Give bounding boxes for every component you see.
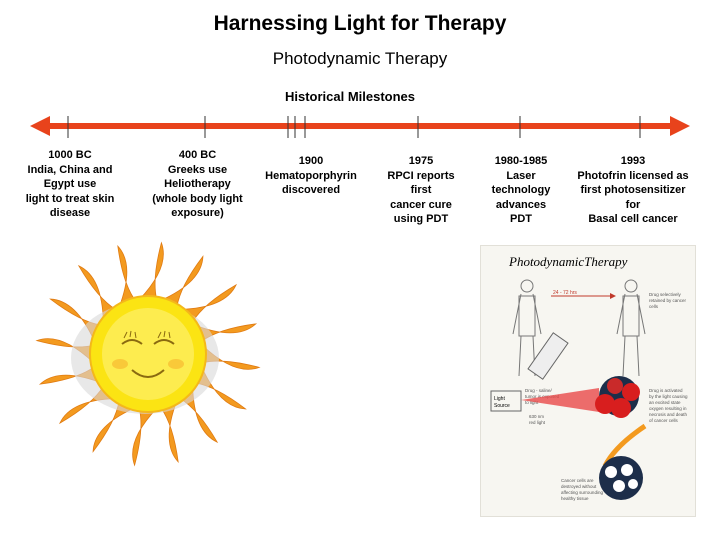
human-figure-icon-2 <box>616 279 646 377</box>
syringe-icon <box>527 332 569 380</box>
timeline-bar <box>40 123 680 129</box>
sun-face-icon <box>35 241 261 467</box>
pdt-figure-heading: PhotodynamicTherapy <box>508 254 628 269</box>
human-figure-icon <box>512 279 542 377</box>
timeline-arrowhead-right <box>670 116 690 136</box>
sun-ray <box>132 407 158 467</box>
sun-ray <box>117 244 136 308</box>
activated-cells <box>595 376 640 418</box>
destroyed-cells <box>599 456 643 500</box>
timeline-arrow <box>30 116 690 138</box>
sun-ray <box>179 283 237 323</box>
svg-text:24 - 72 hrs: 24 - 72 hrs <box>553 290 577 296</box>
slide-subtitle: Photodynamic Therapy <box>272 49 448 68</box>
milestones-heading: Historical Milestones <box>284 89 416 104</box>
timeline-ticks <box>67 116 641 138</box>
slide-title: Harnessing Light for Therapy <box>213 12 507 35</box>
timeline-arrowhead-left <box>30 116 50 136</box>
pdt-figure: PhotodynamicTherapy 24 - 72 hrs Drug sel… <box>480 245 696 517</box>
sun-ray <box>77 264 117 323</box>
sun-ray <box>138 241 164 301</box>
light-beam <box>521 388 599 412</box>
sun-ray <box>160 400 179 464</box>
